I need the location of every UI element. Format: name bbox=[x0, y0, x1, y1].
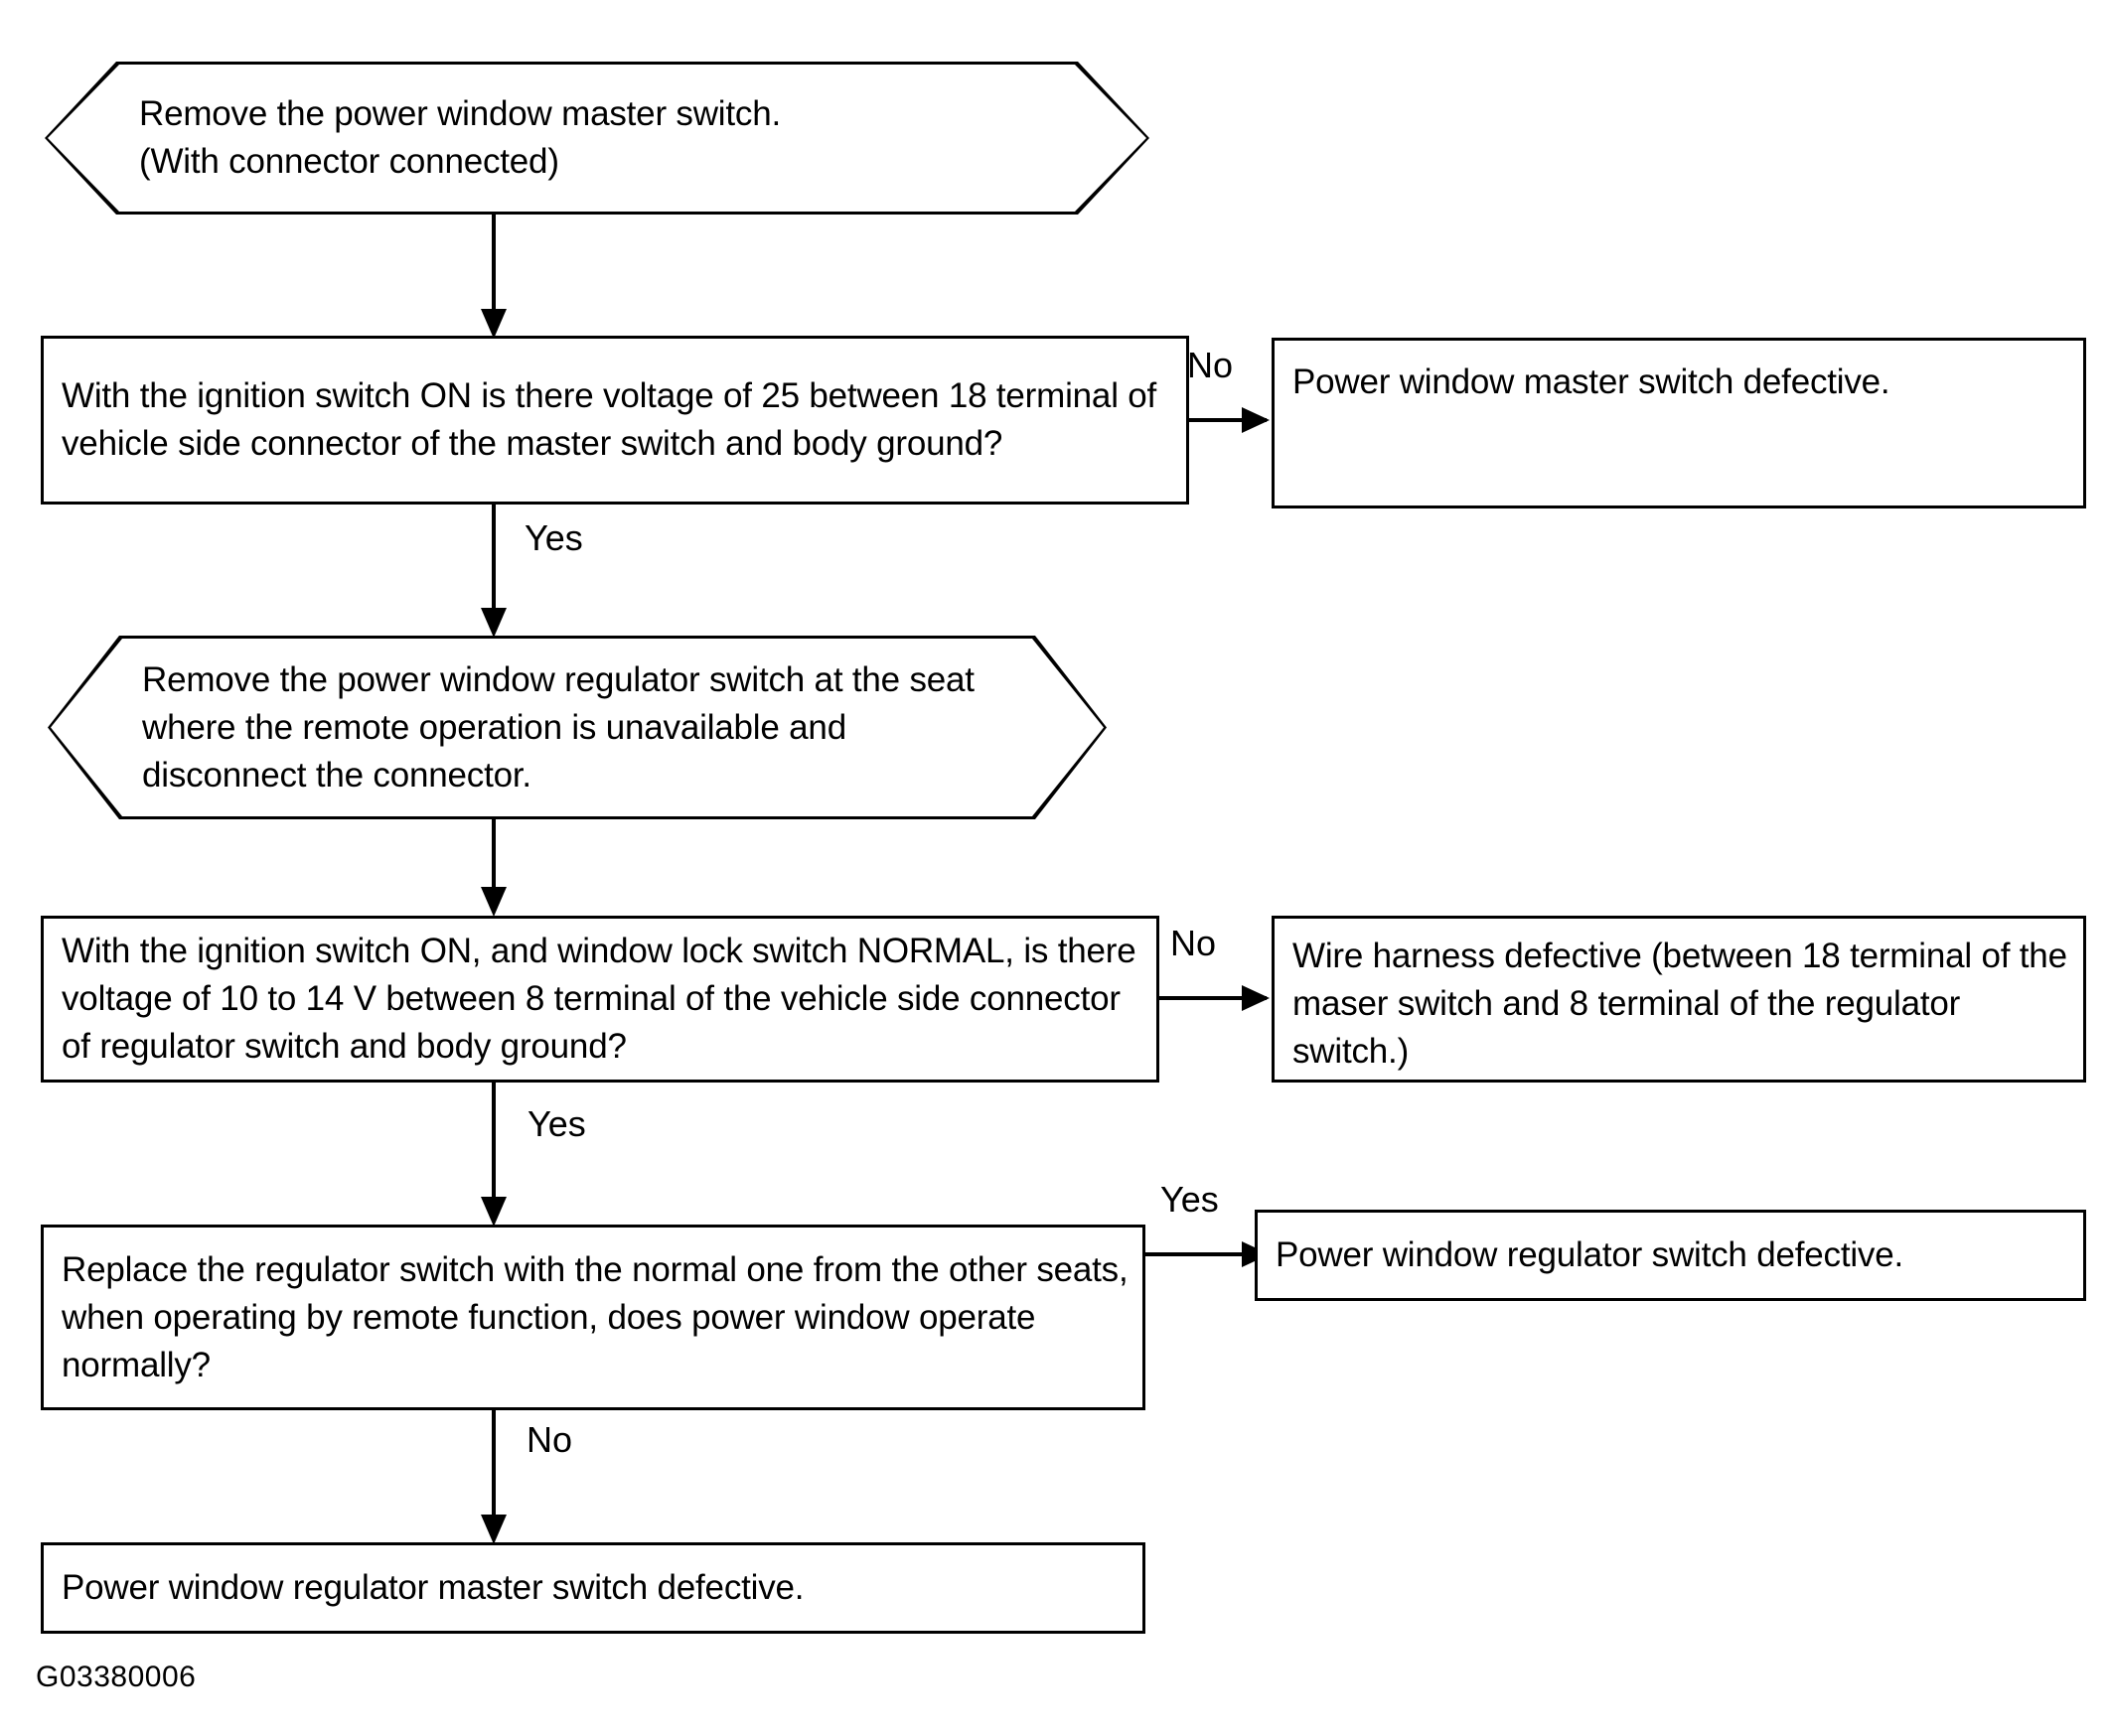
node-decision3: Replace the regulator switch with the no… bbox=[41, 1225, 1145, 1410]
figure-code: G03380006 bbox=[36, 1661, 197, 1693]
node-step2-hexagon: Remove the power window regulator switch… bbox=[48, 636, 1107, 819]
node-decision2-text: With the ignition switch ON, and window … bbox=[62, 932, 1136, 1066]
connector-decision1-yes bbox=[492, 505, 496, 618]
node-step1-fill bbox=[48, 65, 1146, 212]
node-result2: Wire harness defective (between 18 termi… bbox=[1272, 916, 2086, 1083]
edge-label-decision3-no: No bbox=[527, 1419, 573, 1460]
arrowhead-step1-to-decision1 bbox=[481, 309, 507, 339]
node-result4: Power window regulator master switch def… bbox=[41, 1542, 1145, 1634]
node-decision3-text: Replace the regulator switch with the no… bbox=[62, 1249, 1129, 1384]
arrowhead-decision1-yes bbox=[481, 608, 507, 638]
node-result3-text: Power window regulator switch defective. bbox=[1276, 1235, 1904, 1274]
node-decision2: With the ignition switch ON, and window … bbox=[41, 916, 1159, 1083]
node-result3: Power window regulator switch defective. bbox=[1255, 1210, 2086, 1301]
connector-decision3-no bbox=[492, 1410, 496, 1524]
edge-label-decision2-yes: Yes bbox=[528, 1103, 586, 1144]
arrowhead-decision1-no bbox=[1242, 407, 1270, 433]
edge-label-decision1-yes: Yes bbox=[525, 517, 583, 558]
node-step1-hexagon: Remove the power window master switch. (… bbox=[45, 62, 1149, 215]
arrowhead-decision2-no bbox=[1242, 985, 1270, 1011]
connector-step2-to-decision2 bbox=[492, 819, 496, 897]
edge-label-decision2-no: No bbox=[1170, 923, 1217, 963]
node-step1-text: Remove the power window master switch. (… bbox=[139, 94, 781, 181]
connector-decision1-no bbox=[1189, 418, 1267, 422]
edge-label-decision3-yes: Yes bbox=[1160, 1179, 1219, 1220]
node-result1: Power window master switch defective. bbox=[1272, 338, 2086, 508]
connector-decision3-yes bbox=[1145, 1252, 1267, 1256]
connector-step1-to-decision1 bbox=[492, 215, 496, 319]
node-step2-fill bbox=[51, 639, 1104, 816]
arrowhead-step2-to-decision2 bbox=[481, 887, 507, 917]
connector-decision2-yes bbox=[492, 1083, 496, 1207]
node-result2-text: Wire harness defective (between 18 termi… bbox=[1292, 937, 2067, 1071]
edge-label-decision1-no: No bbox=[1187, 345, 1234, 385]
node-decision1-text: With the ignition switch ON is there vol… bbox=[62, 376, 1157, 463]
node-decision1: With the ignition switch ON is there vol… bbox=[41, 336, 1189, 505]
connector-decision2-no bbox=[1159, 996, 1267, 1000]
arrowhead-decision3-no bbox=[481, 1515, 507, 1544]
arrowhead-decision2-yes bbox=[481, 1197, 507, 1227]
node-result1-text: Power window master switch defective. bbox=[1292, 362, 1890, 401]
node-result4-text: Power window regulator master switch def… bbox=[62, 1568, 805, 1607]
node-step2-text: Remove the power window regulator switch… bbox=[142, 659, 975, 795]
